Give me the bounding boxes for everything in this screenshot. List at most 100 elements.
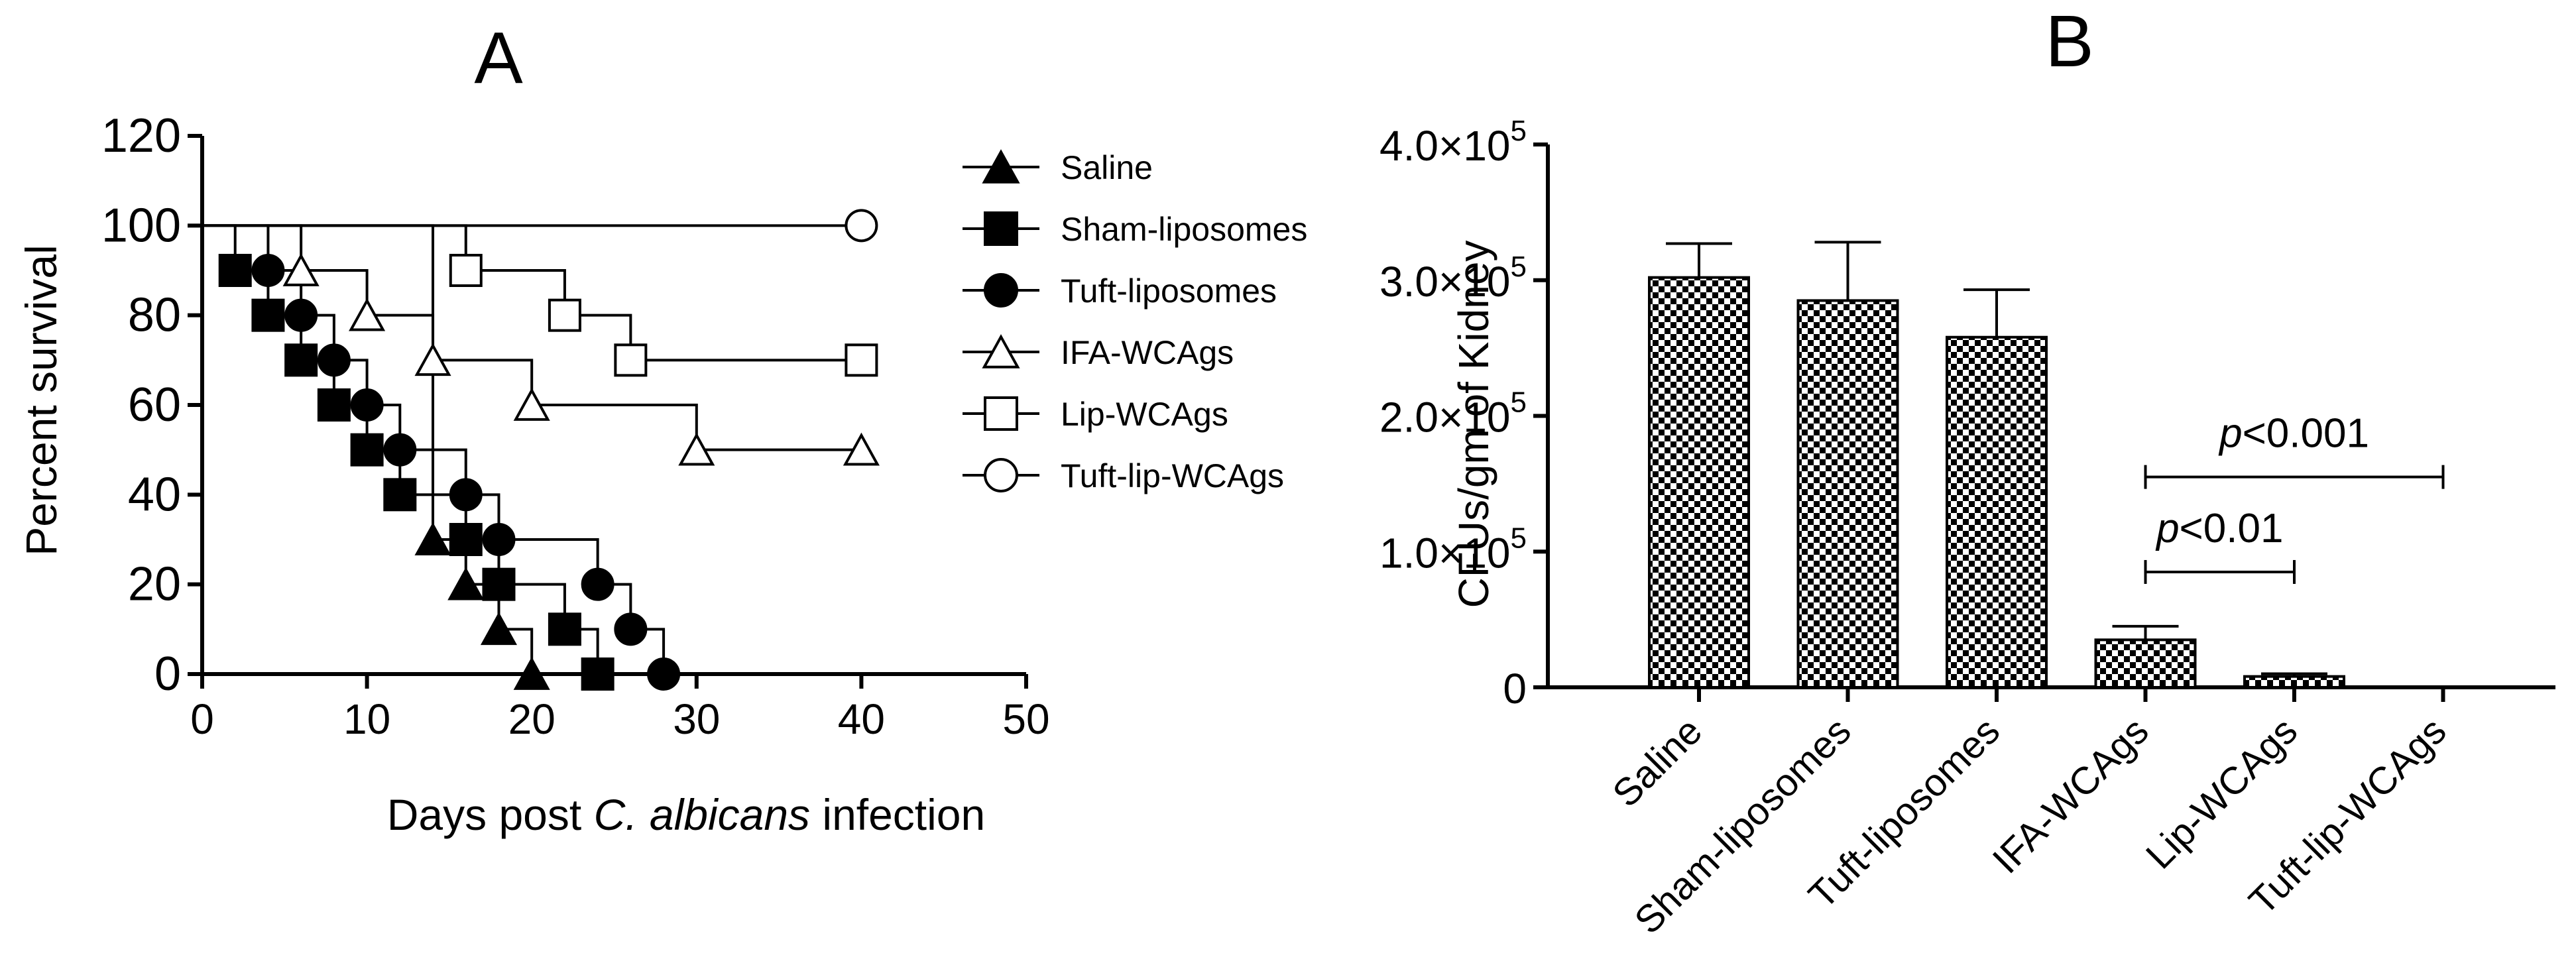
legend-item-ifa-wcags: IFA-WCAgs (963, 334, 1234, 371)
x-tick-label: IFA-WCAgs (1985, 709, 2157, 882)
data-point (647, 657, 681, 691)
data-point (581, 567, 615, 601)
panel-a-series (202, 209, 880, 691)
x-tick-label: 40 (838, 695, 885, 743)
bar (1946, 335, 2048, 689)
tick-exponent: 5 (1511, 115, 1527, 147)
y-tick-label: 60 (128, 378, 181, 431)
tick-exponent: 5 (1511, 522, 1527, 554)
p-threshold: <0.01 (2180, 506, 2284, 551)
panel-label-b: B (2045, 1, 2093, 82)
y-tick-label: 1.0×105 (1379, 522, 1527, 577)
significance-bracket: p<0.01 (2144, 506, 2296, 584)
data-point (317, 343, 351, 377)
data-point (513, 657, 550, 690)
x-axis-label-part-1: Days post (387, 790, 594, 839)
tick-mantissa: 4.0×10 (1379, 122, 1511, 170)
legend-marker (984, 273, 1018, 308)
data-point (383, 433, 417, 467)
data-point (449, 478, 483, 512)
data-point (581, 657, 615, 691)
y-tick-label: 120 (101, 109, 181, 162)
data-point (678, 432, 715, 466)
legend-label: Lip-WCAgs (1061, 396, 1228, 433)
legend-item-sham-liposomes: Sham-liposomes (963, 211, 1307, 248)
data-point (251, 254, 285, 287)
series-tuft-lip-wcags (202, 209, 878, 243)
x-tick-label: 20 (508, 695, 556, 743)
y-tick-label: 2.0×105 (1379, 386, 1527, 441)
data-point (482, 567, 516, 601)
legend-marker (982, 334, 1020, 369)
x-axis-label-part-3: infection (810, 790, 985, 839)
y-tick-label: 20 (128, 558, 181, 611)
data-point (317, 388, 351, 422)
panel-a-y-axis-label: Percent survival (17, 245, 66, 556)
legend-label: Sham-liposomes (1061, 211, 1307, 248)
legend-label: Saline (1061, 149, 1153, 186)
panel-a-x-axis-label: Days post C. albicans infection (387, 790, 985, 839)
data-point (449, 254, 483, 287)
legend-label: Tuft-liposomes (1061, 272, 1277, 310)
p-value-label: p<0.01 (2155, 506, 2283, 551)
tick-mantissa: 3.0×10 (1379, 258, 1511, 306)
data-point (284, 298, 318, 332)
data-point (414, 522, 451, 555)
y-tick-label: 100 (101, 199, 181, 252)
bar-group-saline: Saline (1604, 242, 1750, 815)
y-tick-label: 3.0×105 (1379, 251, 1527, 306)
legend-item-saline: Saline (963, 149, 1153, 186)
data-point (449, 523, 483, 556)
data-point (383, 478, 417, 512)
y-tick-label: 4.0×105 (1379, 115, 1527, 170)
tick-mantissa: 2.0×10 (1379, 394, 1511, 441)
data-point (282, 253, 320, 286)
data-point (845, 209, 878, 243)
legend-label: IFA-WCAgs (1061, 334, 1234, 371)
panel-label-a: A (474, 17, 523, 99)
panel-b-annotations: p<0.01p<0.001 (2144, 411, 2445, 584)
bar (1648, 276, 1750, 689)
legend-marker (984, 211, 1018, 246)
panel-b-y-axis-label: CFUs/gm of Kidney (1450, 241, 1497, 608)
data-point (218, 254, 252, 287)
tick-exponent: 5 (1511, 386, 1527, 419)
data-point (548, 612, 581, 646)
legend-label: Tuft-lip-WCAgs (1061, 457, 1284, 494)
bar (2243, 675, 2345, 689)
legend-marker (982, 149, 1020, 184)
x-tick-label: 30 (673, 695, 720, 743)
legend-marker (984, 458, 1018, 492)
data-point (284, 343, 318, 377)
p-value-label: p<0.001 (2218, 411, 2369, 457)
p-symbol: p (2155, 506, 2179, 551)
legend-item-tuft-lip-wcags: Tuft-lip-WCAgs (963, 457, 1284, 494)
y-tick-label: 80 (128, 289, 181, 342)
y-tick-label: 0 (1503, 665, 1527, 712)
tick-exponent: 5 (1511, 251, 1527, 283)
bar (1796, 299, 1899, 689)
legend-item-tuft-liposomes: Tuft-liposomes (963, 272, 1277, 310)
y-tick-label: 0 (154, 648, 181, 701)
data-point (513, 388, 550, 421)
data-point (447, 567, 485, 600)
tick-mantissa: 1.0×10 (1379, 529, 1511, 577)
significance-bracket: p<0.001 (2144, 411, 2445, 489)
data-point (480, 612, 518, 646)
y-tick-label: 40 (128, 468, 181, 521)
data-point (414, 343, 451, 376)
bar (2094, 638, 2197, 689)
p-threshold: <0.001 (2243, 411, 2369, 457)
x-tick-label: 50 (1002, 695, 1049, 743)
data-point (843, 432, 880, 466)
data-point (349, 298, 386, 331)
panel-b-bars: SalineSham-liposomesTuft-liposomesIFA-WC… (1604, 241, 2455, 942)
data-point (614, 343, 648, 377)
p-symbol: p (2218, 411, 2242, 457)
x-tick-label: 0 (190, 695, 214, 743)
